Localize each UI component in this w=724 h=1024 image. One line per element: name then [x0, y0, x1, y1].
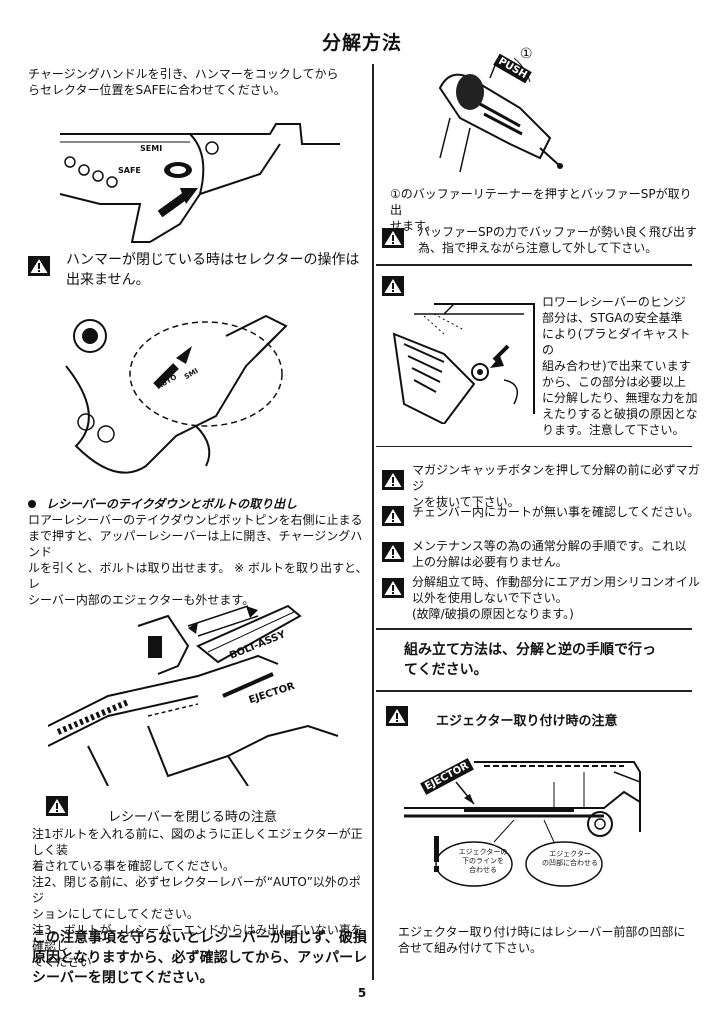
selector-figure: [59, 123, 340, 243]
warning-oil: 分解組立て時、作動部分にエアガン用シリコンオイル 以外を使用しないで下さい。 (…: [412, 575, 701, 621]
section-divider: [376, 690, 692, 692]
warning-triangle-icon: [382, 506, 404, 526]
ejector-text: エジェクター取り付け時にはレシーバー前部の凹部に 合せて組み付けて下さい。: [398, 925, 686, 955]
hinge-text: ロワーレシーバーのヒンジ 部分は、STGAの安全基準 により(プラとダイキャスト…: [542, 295, 698, 437]
section-divider: [376, 628, 692, 630]
close-note-line: ションにしてにしてください。: [32, 907, 199, 921]
buffer-figure: [438, 57, 563, 173]
section2-heading: レシーバーのテイクダウンとボルトの取り出し: [46, 497, 298, 511]
warning-triangle-icon: [382, 470, 404, 490]
step1-text: チャージングハンドルを引き、ハンマーをコックしてから らセレクター位置をSAFE…: [28, 67, 339, 97]
close-note-line: 注3、ボルトが、レシーバーエンドからはみ出していない事を確認し: [32, 923, 363, 953]
bullet-icon: [28, 500, 36, 508]
warning-triangle-icon: [382, 542, 404, 562]
warning-triangle-icon: [386, 706, 408, 726]
fig5-note2: エジェクター の凹部に合わせる: [542, 850, 598, 867]
warning-triangle-icon: [28, 256, 50, 276]
page-number: 5: [357, 986, 367, 1000]
warning-magazine: マガジンキャッチボタンを押して分解の前に必ずマガジ ンを抜いて下さい。: [412, 463, 700, 509]
close-note-line: 着されている事を確認してください。: [32, 859, 235, 873]
close-note-line: てください: [32, 955, 92, 969]
fig1-label-semi: SEMI: [140, 144, 163, 153]
fig5-note1: エジェクターの 下のラインを 合わせる: [458, 848, 508, 874]
column-divider: [372, 64, 374, 980]
warning-triangle-icon: [46, 796, 68, 816]
section-divider: [376, 264, 692, 266]
hinge-figure: [392, 303, 535, 424]
page-title: 分解方法: [321, 32, 402, 54]
takedown-figure: [65, 314, 288, 474]
close-heading: レシーバーを閉じる時の注意: [108, 810, 277, 825]
bolt-removal-figure: [48, 604, 339, 786]
ejector-heading: エジェクター取り付け時の注意: [436, 714, 618, 729]
close-note-line: 注2、閉じる前に、必ずセレクターレバーが“AUTO”以外のポジ: [32, 875, 361, 905]
warn1-text: ハンマーが閉じている時はセレクターの操作は 出来ません。: [66, 252, 360, 288]
section2-text: ロアーレシーバーのテイクダウンピボットピンを右側に止まる まで押すと、アッパーレ…: [28, 513, 368, 607]
warning-triangle-icon: [382, 228, 404, 248]
fig4-label-circle: ①: [520, 46, 533, 62]
fig1-label-safe: SAFE: [118, 166, 141, 175]
assembly-text: 組み立て方法は、分解と逆の手順で行っ てください。: [404, 642, 656, 678]
warning-triangle-icon: [382, 578, 404, 598]
closing-warning: この注意事項を守らないとレシーバーが閉じず、破損 原因となりますから、必ず確認し…: [32, 930, 368, 986]
close-notes: 注1ボルトを入れる前に、図のように正しくエジェクターが正しく装 着されている事を…: [32, 826, 368, 970]
close-note-line: 注1ボルトを入れる前に、図のように正しくエジェクターが正しく装: [32, 827, 363, 857]
ejector-figure: [404, 761, 641, 887]
warning-maintenance: メンテナンス等の為の通常分解の手順です。これ以 上の分解は必要有りません。: [412, 539, 687, 569]
buffer-warning: バッファーSPの力でバッファーが勢い良く飛び出す 為、指で押えながら注意して外し…: [418, 225, 697, 255]
section-divider: [376, 446, 692, 447]
warning-chamber: チェンバー内にカートが無い事を確認してください。: [412, 505, 700, 519]
